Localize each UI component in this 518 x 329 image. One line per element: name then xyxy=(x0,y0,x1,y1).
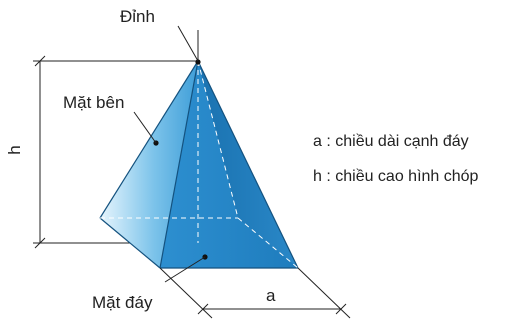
height-tick-top xyxy=(34,55,46,67)
base-edge-label: a xyxy=(266,286,276,305)
apex-leader xyxy=(177,25,199,62)
visible-edges xyxy=(99,60,299,269)
base-edge-extension-left xyxy=(159,267,213,319)
apex-point xyxy=(195,59,201,65)
legend-line-h: h : chiều cao hình chóp xyxy=(313,168,479,185)
height-tick-bottom xyxy=(34,237,46,249)
base-edge-tick-left xyxy=(197,303,209,315)
lateral-face-label: Mặt bên xyxy=(63,93,124,112)
lateral-face-callout: Mặt bên xyxy=(63,93,157,144)
hidden-edges xyxy=(100,60,299,269)
lateral-face-leader xyxy=(133,111,157,144)
base-edge-dimension: a xyxy=(159,267,351,319)
legend: a : chiều dài cạnh đáy h : chiều cao hìn… xyxy=(313,133,479,185)
base-face-leader xyxy=(164,256,206,283)
pyramid xyxy=(99,30,299,269)
base-face-label: Mặt đáy xyxy=(92,293,153,312)
base-edge-tick-right xyxy=(335,303,347,315)
lateral-face-left xyxy=(100,61,198,268)
apex-callout: Đỉnh xyxy=(120,7,199,62)
base-face-callout: Mặt đáy xyxy=(92,256,206,312)
legend-line-a: a : chiều dài cạnh đáy xyxy=(313,133,469,150)
apex-label: Đỉnh xyxy=(120,7,155,26)
height-label: h xyxy=(5,145,24,154)
base-edge-extension-right xyxy=(297,267,351,319)
